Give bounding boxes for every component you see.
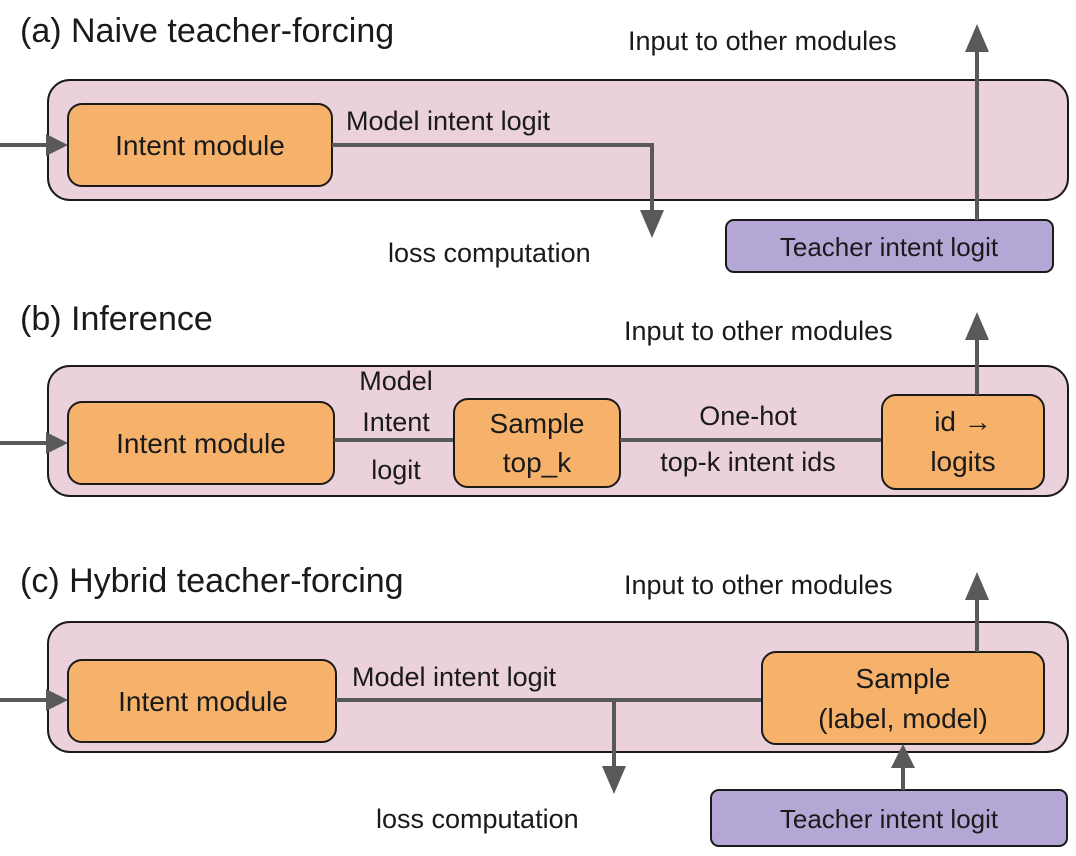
panel-a-output-arrowhead bbox=[965, 24, 989, 52]
panel-a-loss-label: loss computation bbox=[388, 238, 591, 268]
panel-c-sample-line2: (label, model) bbox=[818, 703, 988, 734]
panel-c-input-arrowhead bbox=[46, 689, 68, 711]
panel-c-output-arrowhead bbox=[965, 572, 989, 600]
panel-a-logit-wire bbox=[332, 143, 654, 210]
panel-c-loss-label: loss computation bbox=[376, 804, 579, 834]
panel-a-input-arrowhead bbox=[46, 134, 68, 156]
panel-c-sample-line1: Sample bbox=[856, 663, 951, 694]
panel-b-output-label: Input to other modules bbox=[624, 316, 893, 346]
panel-c-model-logit-label: Model intent logit bbox=[352, 662, 557, 692]
panel-b-onehot-label: One-hot bbox=[699, 401, 797, 431]
panel-c-title: (c) Hybrid teacher-forcing bbox=[20, 562, 404, 600]
panel-a: (a) Naive teacher-forcing Input to other… bbox=[0, 12, 1069, 273]
panel-b-intent-module-label: Intent module bbox=[116, 428, 286, 459]
panel-b: (b) Inference Input to other modules Int… bbox=[0, 300, 1069, 497]
panel-a-title: (a) Naive teacher-forcing bbox=[20, 12, 394, 50]
panel-b-idlogits-line1: id → bbox=[934, 406, 992, 437]
panel-c: (c) Hybrid teacher-forcing Input to othe… bbox=[0, 562, 1069, 847]
panel-c-teacher-arrowhead bbox=[891, 744, 915, 768]
panel-c-teacher-label: Teacher intent logit bbox=[780, 804, 999, 834]
panel-a-teacher-label: Teacher intent logit bbox=[780, 232, 999, 262]
panel-b-model-logit-line2: Intent bbox=[362, 407, 430, 437]
panel-b-sample-topk-box bbox=[453, 398, 621, 488]
panel-a-intent-module-label: Intent module bbox=[115, 130, 285, 161]
panel-a-loss-arrowhead bbox=[640, 210, 664, 238]
panel-b-model-logit-line1: Model bbox=[359, 366, 433, 396]
panel-b-title: (b) Inference bbox=[20, 300, 213, 338]
panel-b-topk-label: top-k intent ids bbox=[660, 447, 836, 477]
panel-a-teacher-box bbox=[725, 219, 1054, 273]
panel-b-sample-line1: Sample bbox=[490, 408, 585, 439]
panel-a-model-logit-label: Model intent logit bbox=[346, 106, 551, 136]
panel-b-model-logit-line3: logit bbox=[371, 455, 421, 485]
panel-b-input-arrowhead bbox=[46, 432, 68, 454]
panel-b-id-logits-box bbox=[881, 394, 1045, 490]
panel-b-sample-line2: top_k bbox=[503, 447, 572, 478]
panel-a-output-label: Input to other modules bbox=[628, 26, 897, 56]
panel-b-intent-module bbox=[67, 401, 335, 485]
panel-c-loss-arrowhead bbox=[602, 766, 626, 794]
panel-c-output-label: Input to other modules bbox=[624, 570, 893, 600]
panel-b-idlogits-line2: logits bbox=[930, 446, 995, 477]
panel-c-teacher-box bbox=[710, 789, 1068, 847]
panel-b-output-arrowhead bbox=[965, 312, 989, 340]
panel-c-intent-module-label: Intent module bbox=[118, 686, 288, 717]
